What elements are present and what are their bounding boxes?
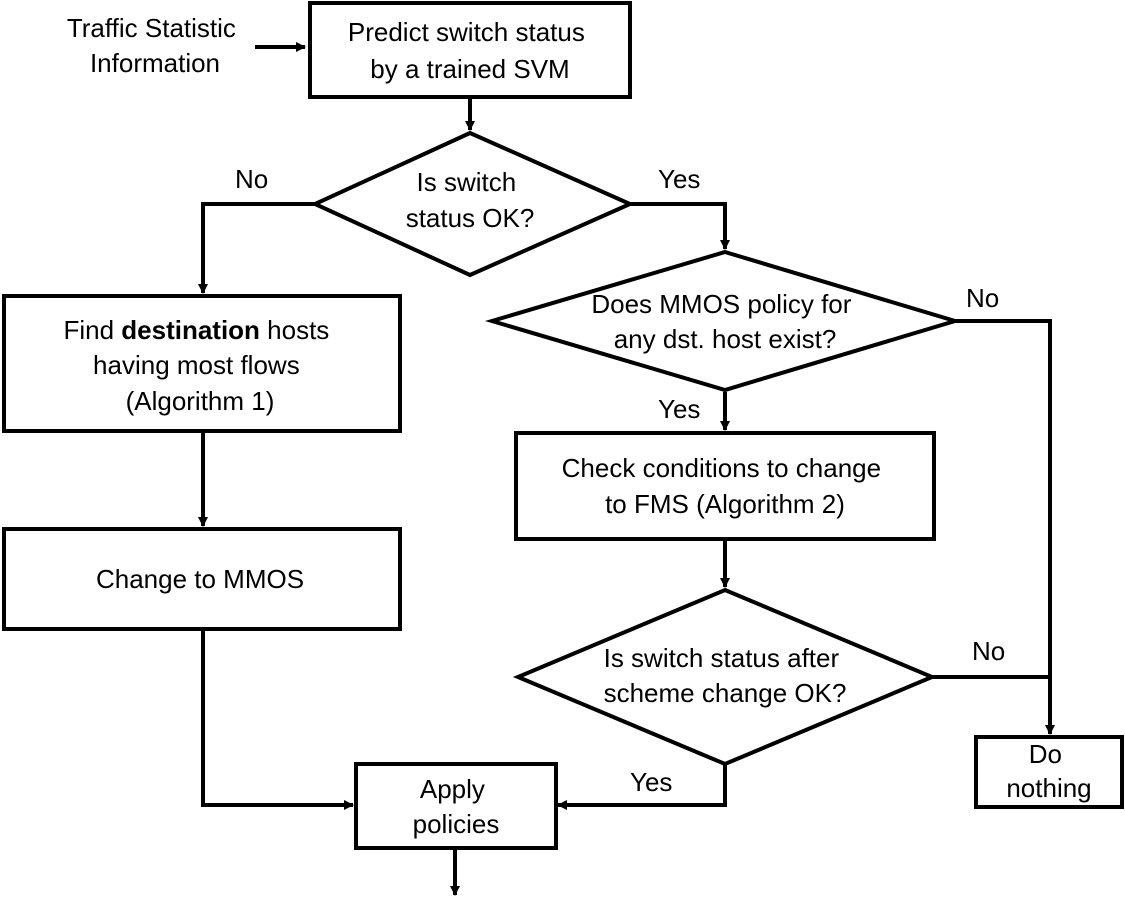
decision-after-scheme-change: Is switch status after scheme change OK?	[512, 587, 938, 767]
svg-text:Do nothing: Do nothing	[1006, 739, 1091, 803]
arrow-status-yes-to-policy	[630, 202, 730, 250]
do-nothing-step: Do nothing	[974, 735, 1124, 809]
label-yes-policy: Yes	[658, 394, 700, 424]
arrow-after-yes-to-apply	[557, 765, 727, 810]
label-yes-status: Yes	[658, 164, 700, 194]
svg-text:Apply policies: Apply policies	[413, 774, 500, 839]
decision-switch-status: Is switch status OK?	[310, 130, 635, 278]
svg-text:Predict switch status by: Predict switch status by a trained SVM	[348, 17, 592, 84]
predict-step: Predict switch status by a trained SVM	[308, 1, 632, 99]
check-conditions-step: Check conditions to change to FMS (Algor…	[514, 431, 936, 541]
svg-text:Is switch status after s: Is switch status after scheme change OK?	[604, 643, 847, 708]
find-destination-hosts-step: Find destination hosts having most flows…	[2, 294, 402, 433]
arrow-change-to-apply	[201, 630, 354, 810]
decision-mmos-policy: Does MMOS policy for any dst. host exist…	[484, 249, 962, 393]
label-no-after: No	[972, 636, 1005, 666]
svg-text:Change to MMOS: Change to MMOS	[96, 564, 304, 594]
label-no-policy: No	[966, 283, 999, 313]
arrow-policy-no-to-nothing	[955, 319, 1055, 735]
label-no-status: No	[235, 164, 268, 194]
label-yes-after: Yes	[630, 767, 672, 797]
svg-text:Check conditions to change: Check conditions to change to FMS (Algor…	[562, 453, 889, 519]
apply-policies-step: Apply policies	[354, 762, 558, 850]
change-to-mmos-step: Change to MMOS	[2, 527, 402, 631]
arrow-status-no-to-find	[198, 202, 315, 294]
svg-text:Does MMOS policy for any: Does MMOS policy for any dst. host exist…	[591, 289, 858, 354]
svg-text:Find destination hosts h: Find destination hosts having most flows…	[63, 315, 336, 416]
input-label: Traffic Statistic Information	[67, 13, 243, 78]
connectors	[198, 42, 1055, 896]
svg-text:Is switch status OK?: Is switch status OK?	[406, 167, 535, 233]
